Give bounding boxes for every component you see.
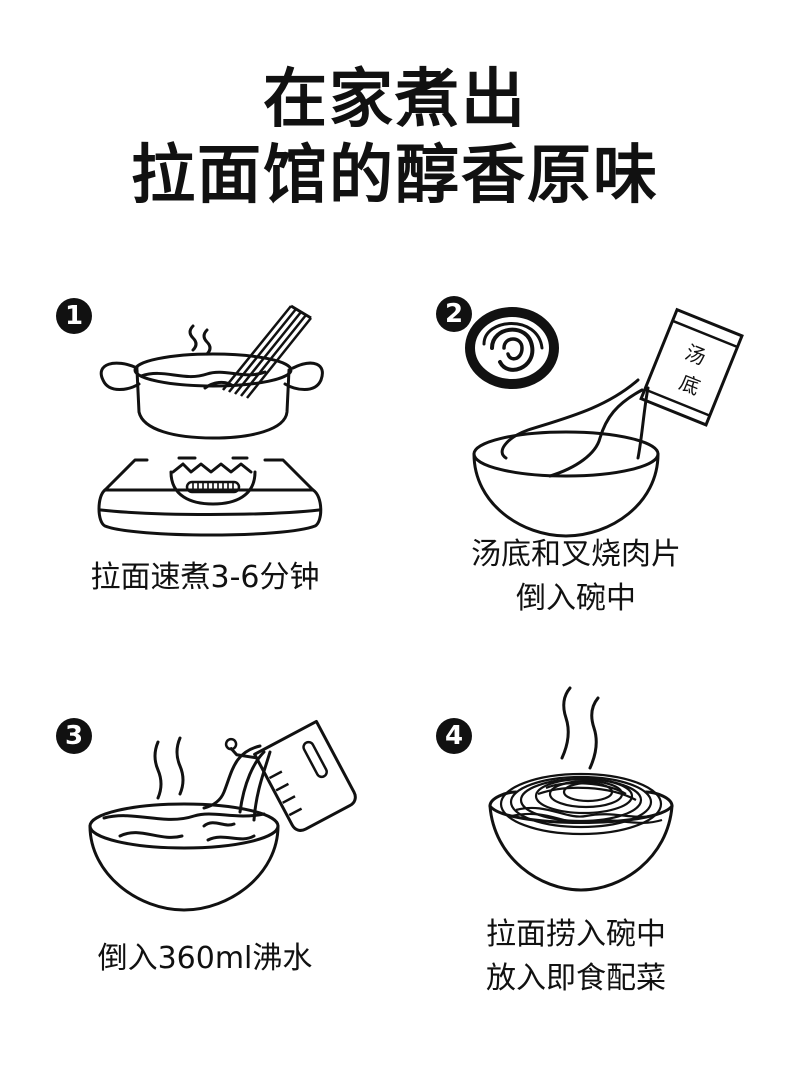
kettle-pour-water-icon	[88, 719, 357, 912]
page-title-line-2: 拉面馆的醇香原味	[131, 139, 659, 213]
caption-line: 放入即食配菜	[486, 961, 666, 996]
pot-on-stove-icon	[97, 304, 324, 537]
caption-line: 拉面捞入碗中	[486, 917, 666, 952]
step-number-badge: 4	[436, 718, 472, 754]
soup-packet-pour-icon: 汤 底	[465, 307, 744, 538]
step-caption: 拉面速煮3-6分钟	[40, 556, 370, 600]
step-number-badge: 3	[56, 718, 92, 754]
step-caption: 拉面捞入碗中 放入即食配菜	[416, 913, 736, 1001]
caption-line: 拉面速煮3-6分钟	[90, 560, 320, 595]
caption-line: 汤底和叉烧肉片	[471, 537, 681, 572]
caption-line: 倒入碗中	[516, 581, 636, 616]
step-caption: 汤底和叉烧肉片 倒入碗中	[416, 533, 736, 621]
noodle-bowl-icon	[488, 686, 674, 892]
page-title-line-1: 在家煮出	[263, 63, 527, 137]
step-number-badge: 2	[436, 296, 472, 332]
step-number-badge: 1	[56, 298, 92, 334]
step-caption: 倒入360ml沸水	[40, 937, 370, 981]
caption-line: 倒入360ml沸水	[97, 941, 313, 976]
